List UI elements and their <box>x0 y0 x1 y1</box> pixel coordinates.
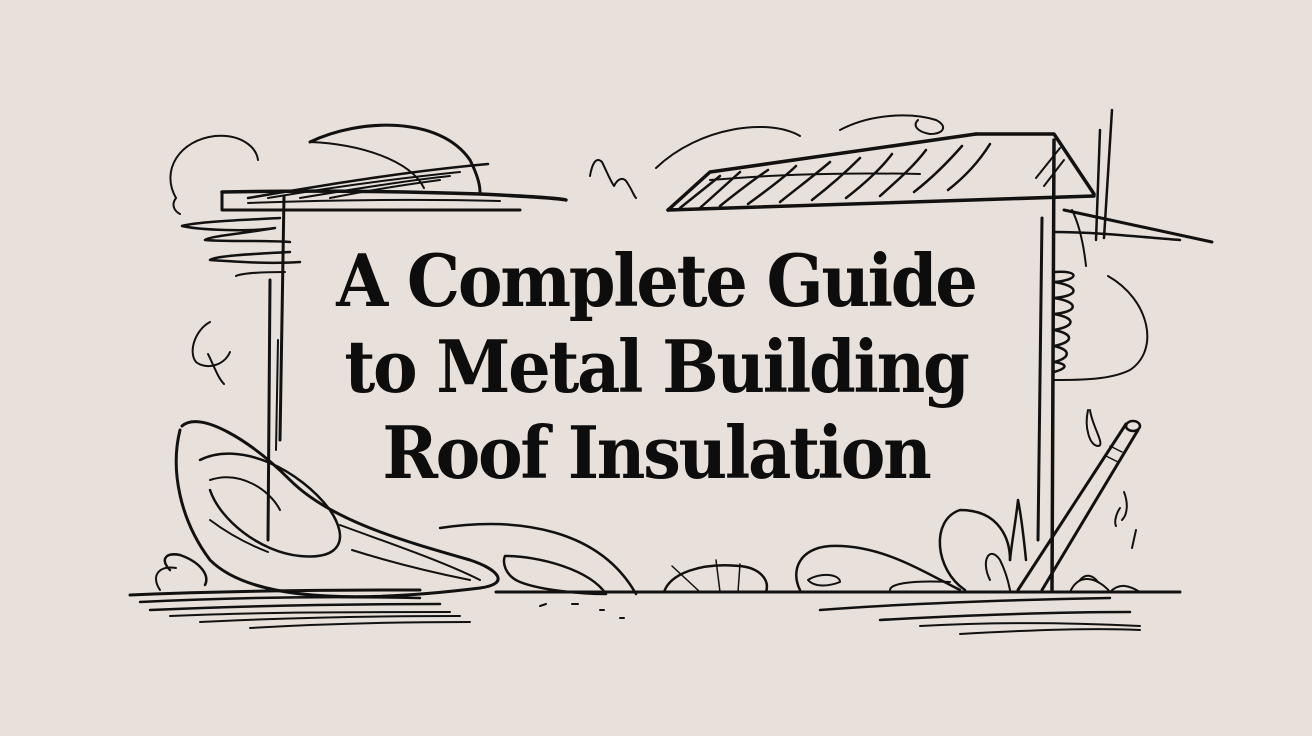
title-line-3: Roof Insulation <box>382 410 931 495</box>
ground-hatching-left <box>128 588 625 629</box>
slanted-roof-icon <box>589 114 1096 212</box>
bushes-icon <box>795 498 1141 593</box>
leaning-post-icon <box>1016 419 1142 592</box>
middle-ground-shapes <box>438 522 1182 596</box>
coil-scribble-icon <box>1052 270 1149 447</box>
swirl-icon <box>191 321 231 385</box>
ground-hatching-right <box>818 596 1141 635</box>
left-scribble-hatching <box>180 216 302 277</box>
insulation-roll-icon <box>155 420 500 599</box>
left-roof-slab-icon <box>169 123 568 215</box>
title-line-1: A Complete Guide <box>336 238 978 323</box>
page-title: A Complete Guide to Metal Building Roof … <box>46 238 1266 496</box>
title-line-2: to Metal Building <box>344 324 969 409</box>
right-post-icon <box>1036 108 1214 592</box>
left-post-icon <box>266 194 286 542</box>
